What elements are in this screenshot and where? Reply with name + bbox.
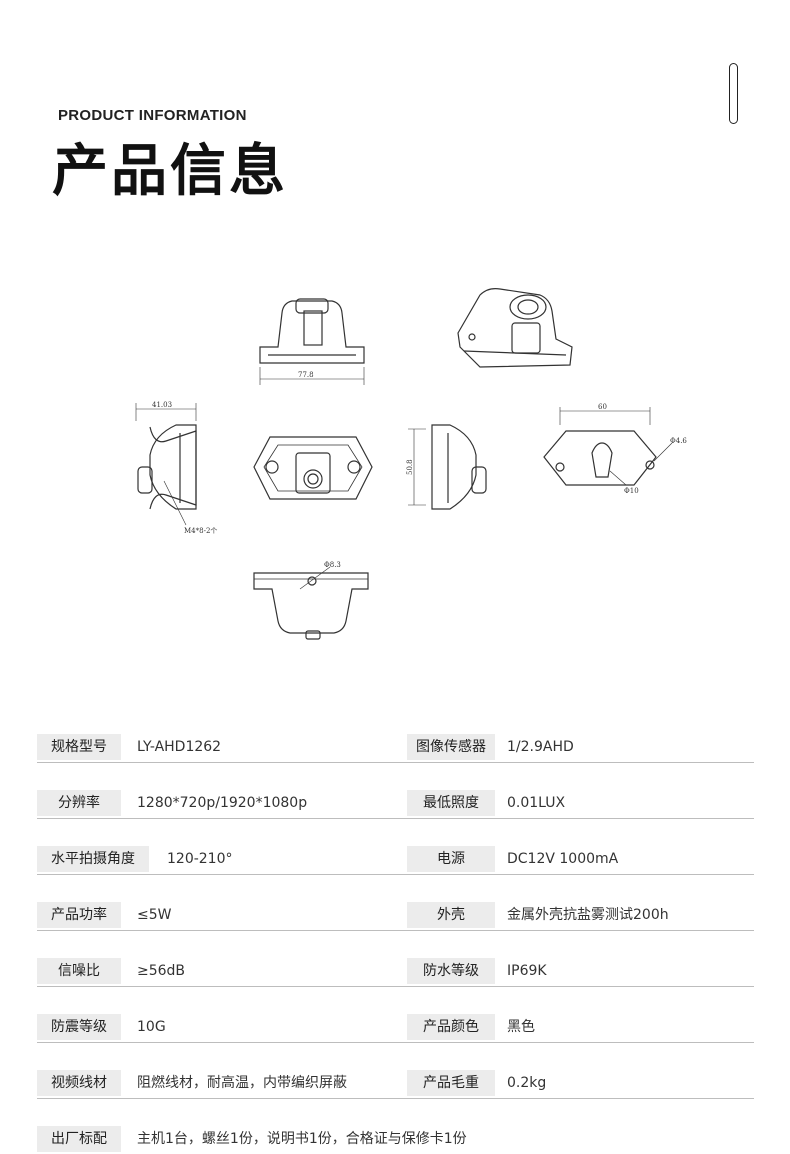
spec-row: 信噪比 ≥56dB 防水等级 IP69K — [37, 956, 754, 987]
spec-label: 防震等级 — [37, 1014, 121, 1040]
spec-label: 产品毛重 — [407, 1070, 495, 1096]
spec-label: 视频线材 — [37, 1070, 121, 1096]
spec-value: DC12V 1000mA — [507, 851, 619, 867]
dim-hole-dia-label: Φ4.6 — [670, 437, 687, 445]
spec-label: 分辨率 — [37, 790, 121, 816]
dim-depth-label: 41.03 — [152, 401, 172, 409]
spec-row: 防震等级 10G 产品颜色 黑色 — [37, 1012, 754, 1043]
spec-value: 0.2kg — [507, 1075, 547, 1091]
mounting-plate-view: 60 Φ4.6 Φ10 — [543, 403, 687, 495]
spec-label: 规格型号 — [37, 734, 121, 760]
dim-hole-spacing-label: 60 — [598, 403, 607, 411]
spec-label: 产品功率 — [37, 902, 121, 928]
dim-keyhole-label: Φ10 — [624, 487, 639, 495]
spec-label: 防水等级 — [407, 958, 495, 984]
scroll-indicator[interactable] — [729, 63, 738, 124]
spec-row: 分辨率 1280*720p/1920*1080p 最低照度 0.01LUX — [37, 788, 754, 819]
dim-width-label: 77.8 — [298, 371, 314, 379]
page-title: 产品信息 — [52, 139, 288, 204]
page-subtitle: PRODUCT INFORMATION — [58, 107, 247, 124]
front-view: 77.8 — [259, 298, 365, 385]
left-side-view: 41.03 M4*8-2个 — [135, 401, 217, 535]
spec-value: 金属外壳抗盐雾测试200h — [507, 907, 669, 923]
spec-row: 规格型号 LY-AHD1262 图像传感器 1/2.9AHD — [37, 732, 754, 763]
spec-label: 图像传感器 — [407, 734, 495, 760]
spec-value: IP69K — [507, 963, 547, 979]
spec-row: 出厂标配 主机1台，螺丝1份，说明书1份，合格证与保修卡1份 — [37, 1124, 754, 1154]
bottom-view: Φ8.3 — [253, 561, 369, 640]
spec-value: 0.01LUX — [507, 795, 566, 811]
dim-cable-label: Φ8.3 — [324, 561, 341, 569]
spec-label: 出厂标配 — [37, 1126, 121, 1152]
spec-label: 电源 — [407, 846, 495, 872]
spec-value: 1280*720p/1920*1080p — [137, 795, 308, 811]
isometric-view — [457, 288, 573, 368]
spec-label: 产品颜色 — [407, 1014, 495, 1040]
spec-value: ≤5W — [137, 907, 172, 923]
spec-label: 水平拍摄角度 — [37, 846, 149, 872]
spec-value: 阻燃线材，耐高温，内带编织屏蔽 — [137, 1075, 347, 1091]
spec-value: ≥56dB — [137, 963, 186, 979]
dim-height-label: 50.8 — [406, 459, 414, 475]
technical-drawing: 77.8 41.03 M4*8-2个 — [120, 285, 700, 645]
spec-label: 最低照度 — [407, 790, 495, 816]
spec-row: 视频线材 阻燃线材，耐高温，内带编织屏蔽 产品毛重 0.2kg — [37, 1068, 754, 1099]
spec-label: 信噪比 — [37, 958, 121, 984]
spec-value: 10G — [137, 1019, 166, 1035]
top-view — [253, 436, 373, 500]
spec-value: 1/2.9AHD — [507, 739, 574, 755]
spec-value: LY-AHD1262 — [137, 739, 222, 755]
spec-value: 120-210° — [167, 851, 233, 867]
spec-row: 水平拍摄角度 120-210° 电源 DC12V 1000mA — [37, 844, 754, 875]
spec-row: 产品功率 ≤5W 外壳 金属外壳抗盐雾测试200h — [37, 900, 754, 931]
dim-screw-label: M4*8-2个 — [184, 527, 217, 535]
spec-value: 主机1台，螺丝1份，说明书1份，合格证与保修卡1份 — [137, 1131, 467, 1147]
right-side-view: 50.8 — [406, 424, 487, 510]
spec-label: 外壳 — [407, 902, 495, 928]
spec-value: 黑色 — [507, 1019, 535, 1035]
